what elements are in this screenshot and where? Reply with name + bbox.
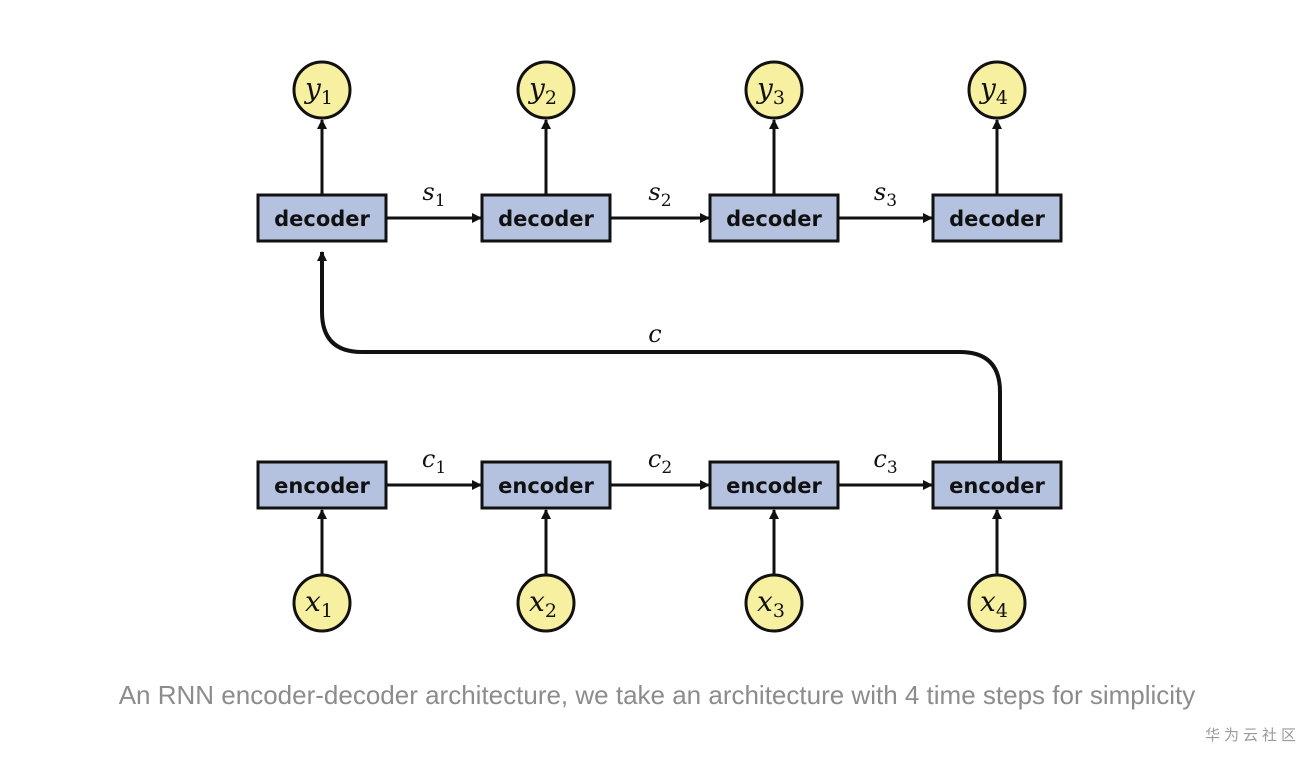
decoder-1-label: decoder (274, 207, 370, 231)
input-node-x4-circle (967, 573, 1027, 633)
input-node-x3: x3 (744, 573, 804, 633)
input-node-x1-label: x1 (305, 585, 333, 622)
decoder-state-label-s3: s3 (874, 178, 897, 211)
encoder-2-label: encoder (498, 474, 594, 498)
input-node-x1: x1 (292, 573, 352, 633)
output-node-y3-label: y3 (755, 72, 785, 109)
output-node-y4: y4 (967, 60, 1027, 120)
encoder-decoder-diagram: c decoder y1 decoder y2 decoder y3 decoder y4 s1… (256, 60, 1063, 633)
encoder-4: encoder (931, 460, 1063, 510)
context-connection (317, 251, 1002, 462)
encoder-1: encoder (256, 460, 388, 510)
decoder-1: decoder (256, 193, 388, 243)
input-node-x4-label: x4 (980, 585, 1008, 622)
decoder-3: decoder (708, 193, 840, 243)
decoder-state-label-s2: s2 (648, 178, 671, 211)
output-node-y4-circle (967, 60, 1027, 120)
encoder-3: encoder (708, 460, 840, 510)
encoder-state-label-c3: c3 (873, 445, 897, 478)
figure-caption: An RNN encoder-decoder architecture, we … (118, 680, 1196, 710)
decoder-3-label: decoder (726, 207, 822, 231)
encoder-1-box (256, 460, 388, 510)
decoder-state-label-s1: s1 (422, 178, 445, 211)
output-node-y2-label: y2 (527, 72, 557, 109)
output-node-y2-circle (516, 60, 576, 120)
decoder-1-box (256, 193, 388, 243)
input-node-x2-label: x2 (529, 585, 557, 622)
encoder-row: encoder x1 encoder x2 encoder x3 encoder x4 c1 c2… (256, 445, 1063, 633)
decoder-row: decoder y1 decoder y2 decoder y3 decoder y4 s1 s2… (256, 60, 1063, 243)
output-node-y1-circle (292, 60, 352, 120)
encoder-4-label: encoder (949, 474, 1045, 498)
output-node-y1: y1 (292, 60, 352, 120)
encoder-4-box (931, 460, 1063, 510)
context-label: c (648, 320, 661, 348)
input-node-x3-label: x3 (757, 585, 785, 622)
encoder-state-label-c2: c2 (648, 445, 672, 478)
encoder-2: encoder (480, 460, 612, 510)
decoder-2: decoder (480, 193, 612, 243)
decoder-3-box (708, 193, 840, 243)
decoder-4: decoder (931, 193, 1063, 243)
output-node-y4-label: y4 (978, 72, 1008, 109)
output-node-y1-label: y1 (303, 72, 333, 109)
encoder-state-label-c1: c1 (422, 445, 446, 478)
input-node-x3-circle (744, 573, 804, 633)
encoder-3-box (708, 460, 840, 510)
decoder-2-box (480, 193, 612, 243)
decoder-4-label: decoder (949, 207, 1045, 231)
encoder-1-label: encoder (274, 474, 370, 498)
encoder-3-label: encoder (726, 474, 822, 498)
output-node-y3-circle (744, 60, 804, 120)
decoder-2-label: decoder (498, 207, 594, 231)
input-node-x2-circle (516, 573, 576, 633)
input-node-x4: x4 (967, 573, 1027, 633)
input-node-x2: x2 (516, 573, 576, 633)
watermark: 华为云社区 (1204, 726, 1300, 744)
input-node-x1-circle (292, 573, 352, 633)
output-node-y2: y2 (516, 60, 576, 120)
output-node-y3: y3 (744, 60, 804, 120)
